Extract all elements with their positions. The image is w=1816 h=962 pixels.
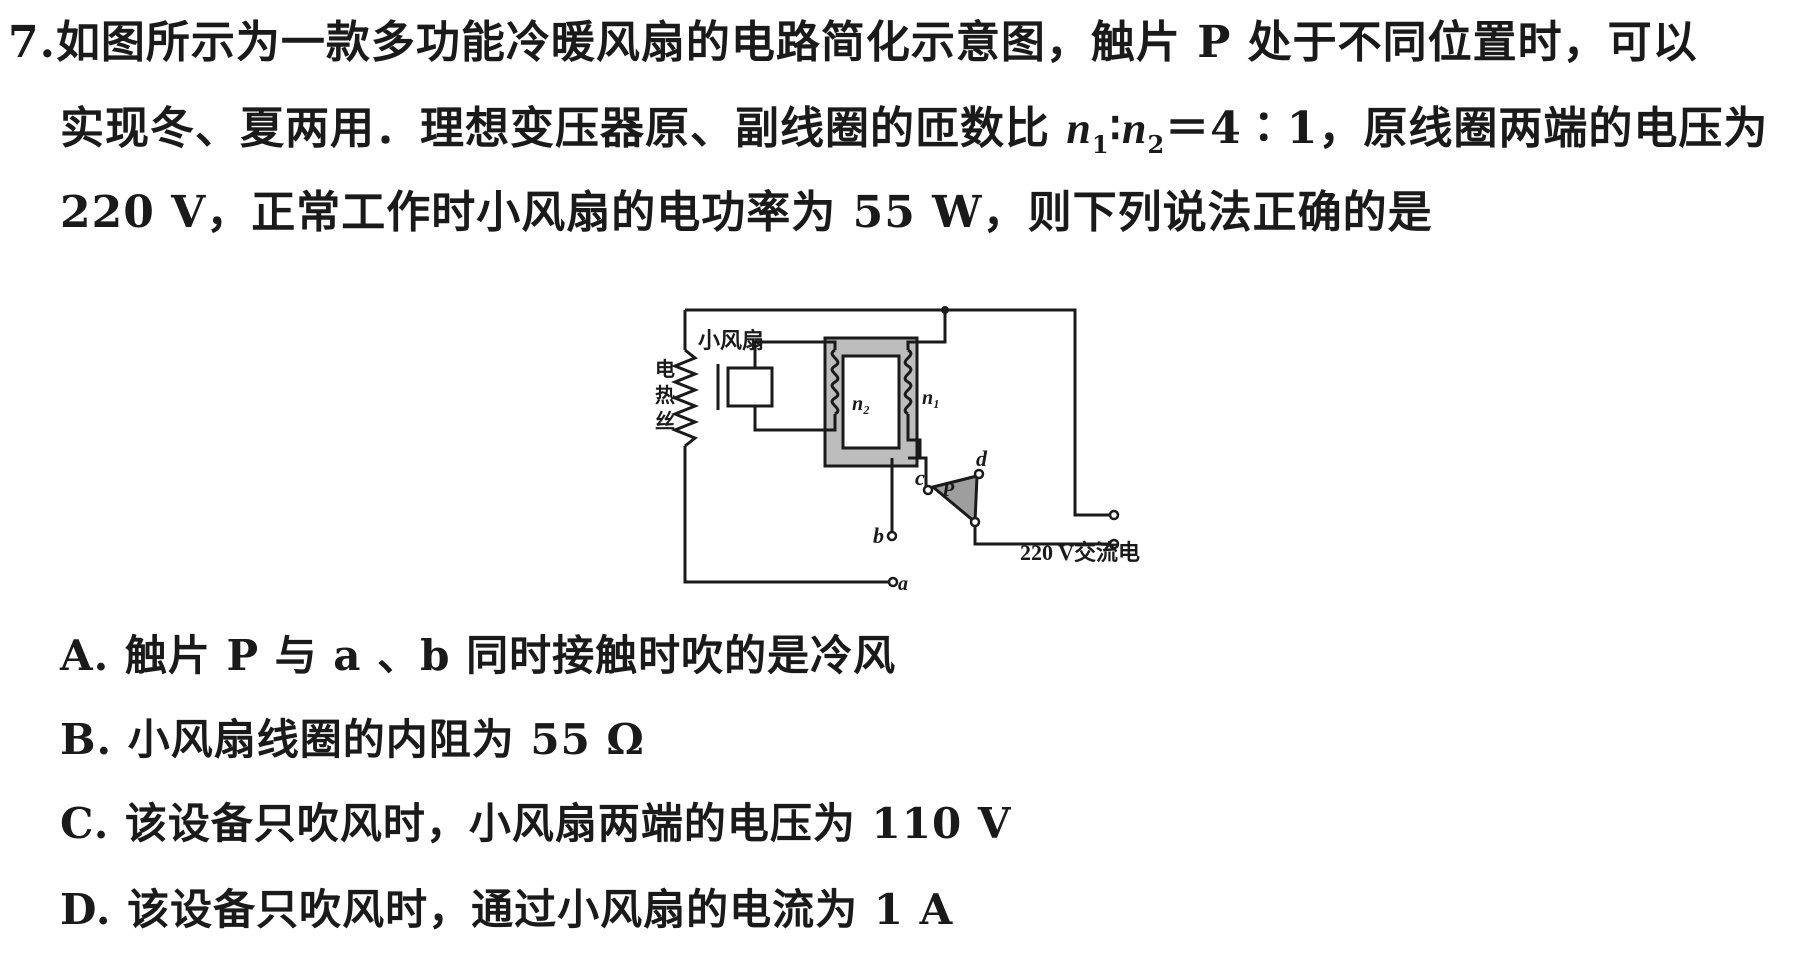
terminal-c [922, 484, 934, 496]
option-b[interactable]: B. 小风扇线圈的内阻为 55 Ω [60, 715, 645, 764]
wire-fan-bottom [753, 406, 837, 432]
question-line-1: 7.如图所示为一款多功能冷暖风扇的电路简化示意图，触片 P 处于不同位置时，可以 [8, 6, 1698, 70]
wire-fan-top [753, 340, 837, 368]
terminal-a [887, 576, 899, 588]
question-line-3: 220 V，正常工作时小风扇的电功率为 55 W，则下列说法正确的是 [60, 176, 1433, 240]
terminal-p-pivot [969, 516, 981, 528]
terminal-b [886, 530, 898, 542]
turns-n2: n [1121, 104, 1148, 153]
wire-top [685, 308, 1110, 517]
wire-left-bottom [683, 446, 893, 584]
question-line-2: 实现冬、夏两用．理想变压器原、副线圈的匝数比 n1∶n2＝4∶1，原线圈两端的电… [60, 92, 1768, 159]
secondary-coil [830, 348, 840, 416]
heater-label-1: 电 [655, 358, 675, 381]
turns-n1: n [1066, 104, 1092, 153]
n2-label: n₂ [852, 393, 870, 415]
circuit-svg: 小风扇 电 热 丝 n₂ n₁ P a b c d 220 V交流电 [655, 306, 1140, 595]
c-label: c [915, 465, 925, 490]
option-c[interactable]: C. 该设备只吹风时，小风扇两端的电压为 110 V [60, 799, 1012, 848]
wire-to-source-bottom [973, 522, 1110, 546]
option-a[interactable]: A. 触片 P 与 a 、b 同时接触时吹的是冷风 [60, 631, 897, 680]
turns-n2-sub: 2 [1147, 129, 1166, 159]
wire-to-c [908, 456, 928, 488]
turns-n1-sub: 1 [1091, 129, 1110, 159]
wire-primary-top [906, 310, 947, 350]
terminal-source-bottom [1108, 538, 1120, 550]
ratio-colon: ∶ [1109, 103, 1122, 154]
d-label: d [976, 446, 988, 471]
terminal-d [973, 468, 985, 480]
primary-coil [903, 348, 913, 416]
source-label: 220 V交流电 [1020, 540, 1140, 565]
question-text-2b: ＝4∶1，原线圈两端的电压为 [1165, 103, 1769, 154]
fan-label: 小风扇 [698, 328, 764, 353]
p-label: P [941, 479, 955, 501]
junction-dot [941, 306, 949, 314]
a-label: a [898, 573, 908, 595]
question-number: 7. [8, 17, 56, 68]
question-text-3: 220 V，正常工作时小风扇的电功率为 55 W，则下列说法正确的是 [60, 187, 1433, 238]
heater-label-2: 热 [655, 384, 675, 407]
circuit-diagram: 小风扇 电 热 丝 n₂ n₁ P a b c d 220 V交流电 [630, 290, 1230, 624]
question-text-2a: 实现冬、夏两用．理想变压器原、副线圈的匝数比 [60, 103, 1067, 154]
fan-motor [726, 366, 774, 408]
n1-label: n₁ [922, 387, 940, 409]
heater-coil [670, 348, 700, 448]
option-d[interactable]: D. 该设备只吹风时，通过小风扇的电流为 1 A [60, 885, 954, 934]
transformer-core-inner [841, 354, 901, 450]
b-label: b [873, 523, 884, 548]
contact-p [929, 474, 979, 526]
question-text-1: 如图所示为一款多功能冷暖风扇的电路简化示意图，触片 P 处于不同位置时，可以 [55, 17, 1698, 68]
terminal-source-top [1108, 509, 1120, 521]
heater-label-3: 丝 [655, 409, 675, 433]
